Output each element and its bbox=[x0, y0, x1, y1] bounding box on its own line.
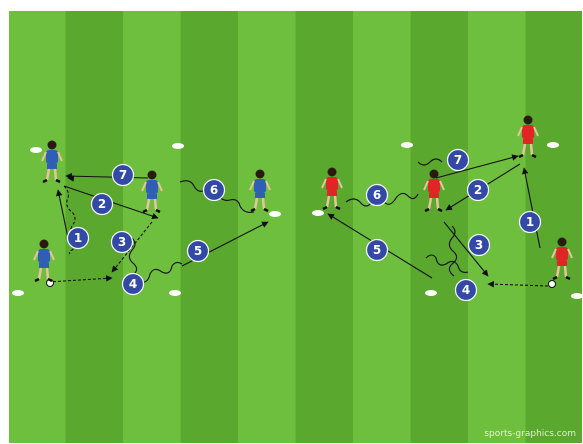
marker-number: 5 bbox=[373, 243, 381, 257]
red-step-marker: 7 bbox=[448, 150, 469, 171]
marker-number: 3 bbox=[475, 238, 483, 252]
pitch-stripes bbox=[8, 10, 583, 444]
cone-icon bbox=[269, 211, 281, 217]
pitch-stripe bbox=[411, 10, 469, 444]
marker-number: 5 bbox=[194, 244, 202, 258]
marker-number: 1 bbox=[526, 215, 534, 229]
cone-icon bbox=[571, 293, 583, 299]
marker-number: 3 bbox=[118, 235, 126, 249]
blue-step-marker: 4 bbox=[123, 274, 144, 295]
pitch-stripe bbox=[181, 10, 239, 444]
marker-number: 2 bbox=[98, 197, 106, 211]
cone-icon bbox=[12, 290, 24, 296]
cone-icon bbox=[401, 142, 413, 148]
pitch-stripe bbox=[296, 10, 354, 444]
pitch-stripe bbox=[238, 10, 296, 444]
red-step-marker: 6 bbox=[367, 185, 388, 206]
pitch-stripe bbox=[8, 10, 66, 444]
cone-icon bbox=[30, 147, 42, 153]
watermark: sports-graphics.com bbox=[484, 429, 576, 439]
marker-number: 7 bbox=[454, 153, 462, 167]
marker-number: 7 bbox=[119, 168, 127, 182]
pitch-stripe bbox=[123, 10, 181, 444]
blue-step-marker: 7 bbox=[113, 165, 134, 186]
marker-number: 4 bbox=[462, 283, 470, 297]
marker-number: 6 bbox=[373, 188, 381, 202]
red-step-marker: 4 bbox=[456, 280, 477, 301]
cone-icon bbox=[172, 143, 184, 149]
pitch-stripe bbox=[468, 10, 526, 444]
blue-step-marker: 2 bbox=[92, 194, 113, 215]
marker-number: 6 bbox=[210, 183, 218, 197]
blue-step-marker: 1 bbox=[68, 228, 89, 249]
cone-icon bbox=[425, 290, 437, 296]
red-step-marker: 2 bbox=[468, 180, 489, 201]
red-step-marker: 5 bbox=[367, 240, 388, 261]
marker-number: 1 bbox=[74, 231, 82, 245]
marker-number: 2 bbox=[474, 183, 482, 197]
pitch-stripe bbox=[66, 10, 124, 444]
blue-step-marker: 3 bbox=[112, 232, 133, 253]
blue-step-marker: 6 bbox=[204, 180, 225, 201]
ball-icon bbox=[549, 281, 556, 288]
cone-icon bbox=[169, 290, 181, 296]
cone-icon bbox=[312, 210, 324, 216]
blue-step-marker: 5 bbox=[188, 241, 209, 262]
marker-number: 4 bbox=[129, 277, 137, 291]
red-step-marker: 1 bbox=[520, 212, 541, 233]
pitch-stripe bbox=[353, 10, 411, 444]
cone-icon bbox=[547, 142, 559, 148]
red-step-marker: 3 bbox=[469, 235, 490, 256]
